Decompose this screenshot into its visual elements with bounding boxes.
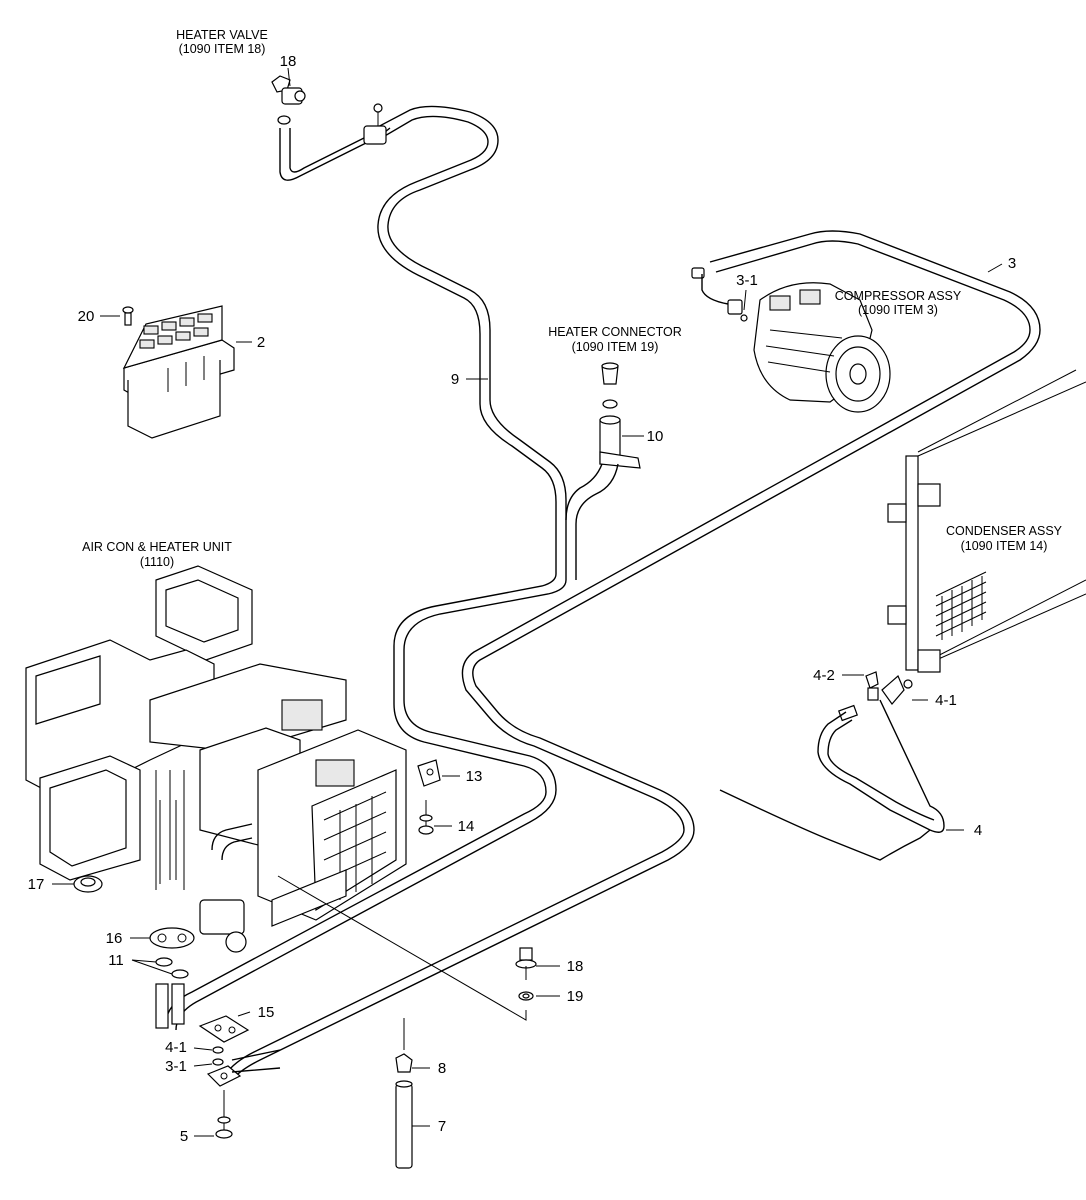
bolt-14-part — [418, 800, 434, 835]
seal-17-part — [73, 875, 103, 893]
compressor-caption-line2: (1090 ITEM 3) — [858, 303, 938, 317]
o-ring-3-1-bottom — [212, 1058, 224, 1066]
condenser-caption-line1: CONDENSER ASSY — [946, 524, 1063, 538]
callout-4: 4 — [974, 822, 982, 839]
callout-5: 5 — [180, 1128, 188, 1145]
block-fitting-part — [206, 1065, 242, 1087]
callout-3-1-bottom: 3-1 — [165, 1058, 187, 1075]
o-ring-4-1-bottom — [212, 1046, 224, 1054]
drain-hose-7 — [395, 1018, 413, 1169]
bolt-18-bottom-part — [515, 947, 537, 980]
heater-valve-caption-line2: (1090 ITEM 18) — [179, 42, 266, 56]
callout-13: 13 — [466, 768, 483, 785]
condenser-caption-line2: (1090 ITEM 14) — [961, 539, 1048, 553]
callout-11: 11 — [108, 952, 124, 969]
heater-connector-caption-line2: (1090 ITEM 19) — [572, 340, 659, 354]
callout-16: 16 — [106, 930, 123, 947]
condenser-part — [887, 369, 1086, 673]
callout-14: 14 — [458, 818, 475, 835]
callout-3-1-top: 3-1 — [736, 272, 758, 289]
callout-20: 20 — [78, 308, 95, 325]
control-panel-part — [122, 305, 235, 439]
callout-7: 7 — [438, 1118, 446, 1135]
o-rings-11-part — [155, 957, 189, 979]
liquid-line-4 — [719, 671, 945, 861]
drain-grommet-8 — [395, 1053, 413, 1073]
grommet-16-part — [149, 927, 195, 949]
callout-15: 15 — [258, 1004, 275, 1021]
callout-17: 17 — [28, 876, 45, 893]
callout-19: 19 — [567, 988, 584, 1005]
compressor-caption-line1: COMPRESSOR ASSY — [835, 289, 962, 303]
callout-2: 2 — [257, 334, 265, 351]
heater-connector-caption-line1: HEATER CONNECTOR — [548, 325, 682, 339]
gasket-15-part — [198, 1015, 250, 1043]
heater-valve-part — [271, 75, 306, 125]
clip-13-part — [417, 759, 441, 787]
discharge-hose-3 — [225, 230, 1041, 1081]
air-con-heater-unit — [25, 565, 407, 953]
bolt-20-part — [122, 306, 134, 326]
air-con-unit-caption-line1: AIR CON & HEATER UNIT — [82, 540, 232, 554]
callout-4-2: 4-2 — [813, 667, 835, 684]
compressor-part — [753, 282, 891, 413]
callout-18-top: 18 — [280, 53, 297, 70]
callout-10: 10 — [647, 428, 664, 445]
callout-4-1-right: 4-1 — [935, 692, 957, 709]
leader-lines — [52, 67, 1003, 1137]
hose-clamp — [363, 103, 387, 145]
callout-9: 9 — [451, 371, 459, 388]
heater-connector-part — [565, 362, 641, 580]
callout-18-bottom: 18 — [567, 958, 584, 975]
heater-valve-caption-line1: HEATER VALVE — [176, 28, 268, 42]
callout-8: 8 — [438, 1060, 446, 1077]
washer-19-part — [518, 991, 534, 1001]
callout-4-1-bottom: 4-1 — [165, 1039, 187, 1056]
condenser-core-mesh — [935, 571, 987, 640]
unit-pipe-stubs — [155, 800, 185, 1029]
callout-3: 3 — [1008, 255, 1016, 272]
ac-line-to-block — [231, 1049, 281, 1073]
heater-hose-9 — [165, 105, 567, 1031]
air-con-unit-caption-line2: (1110) — [140, 555, 174, 569]
bracket-leader — [277, 875, 527, 1021]
bolt-5-part — [215, 1090, 233, 1139]
